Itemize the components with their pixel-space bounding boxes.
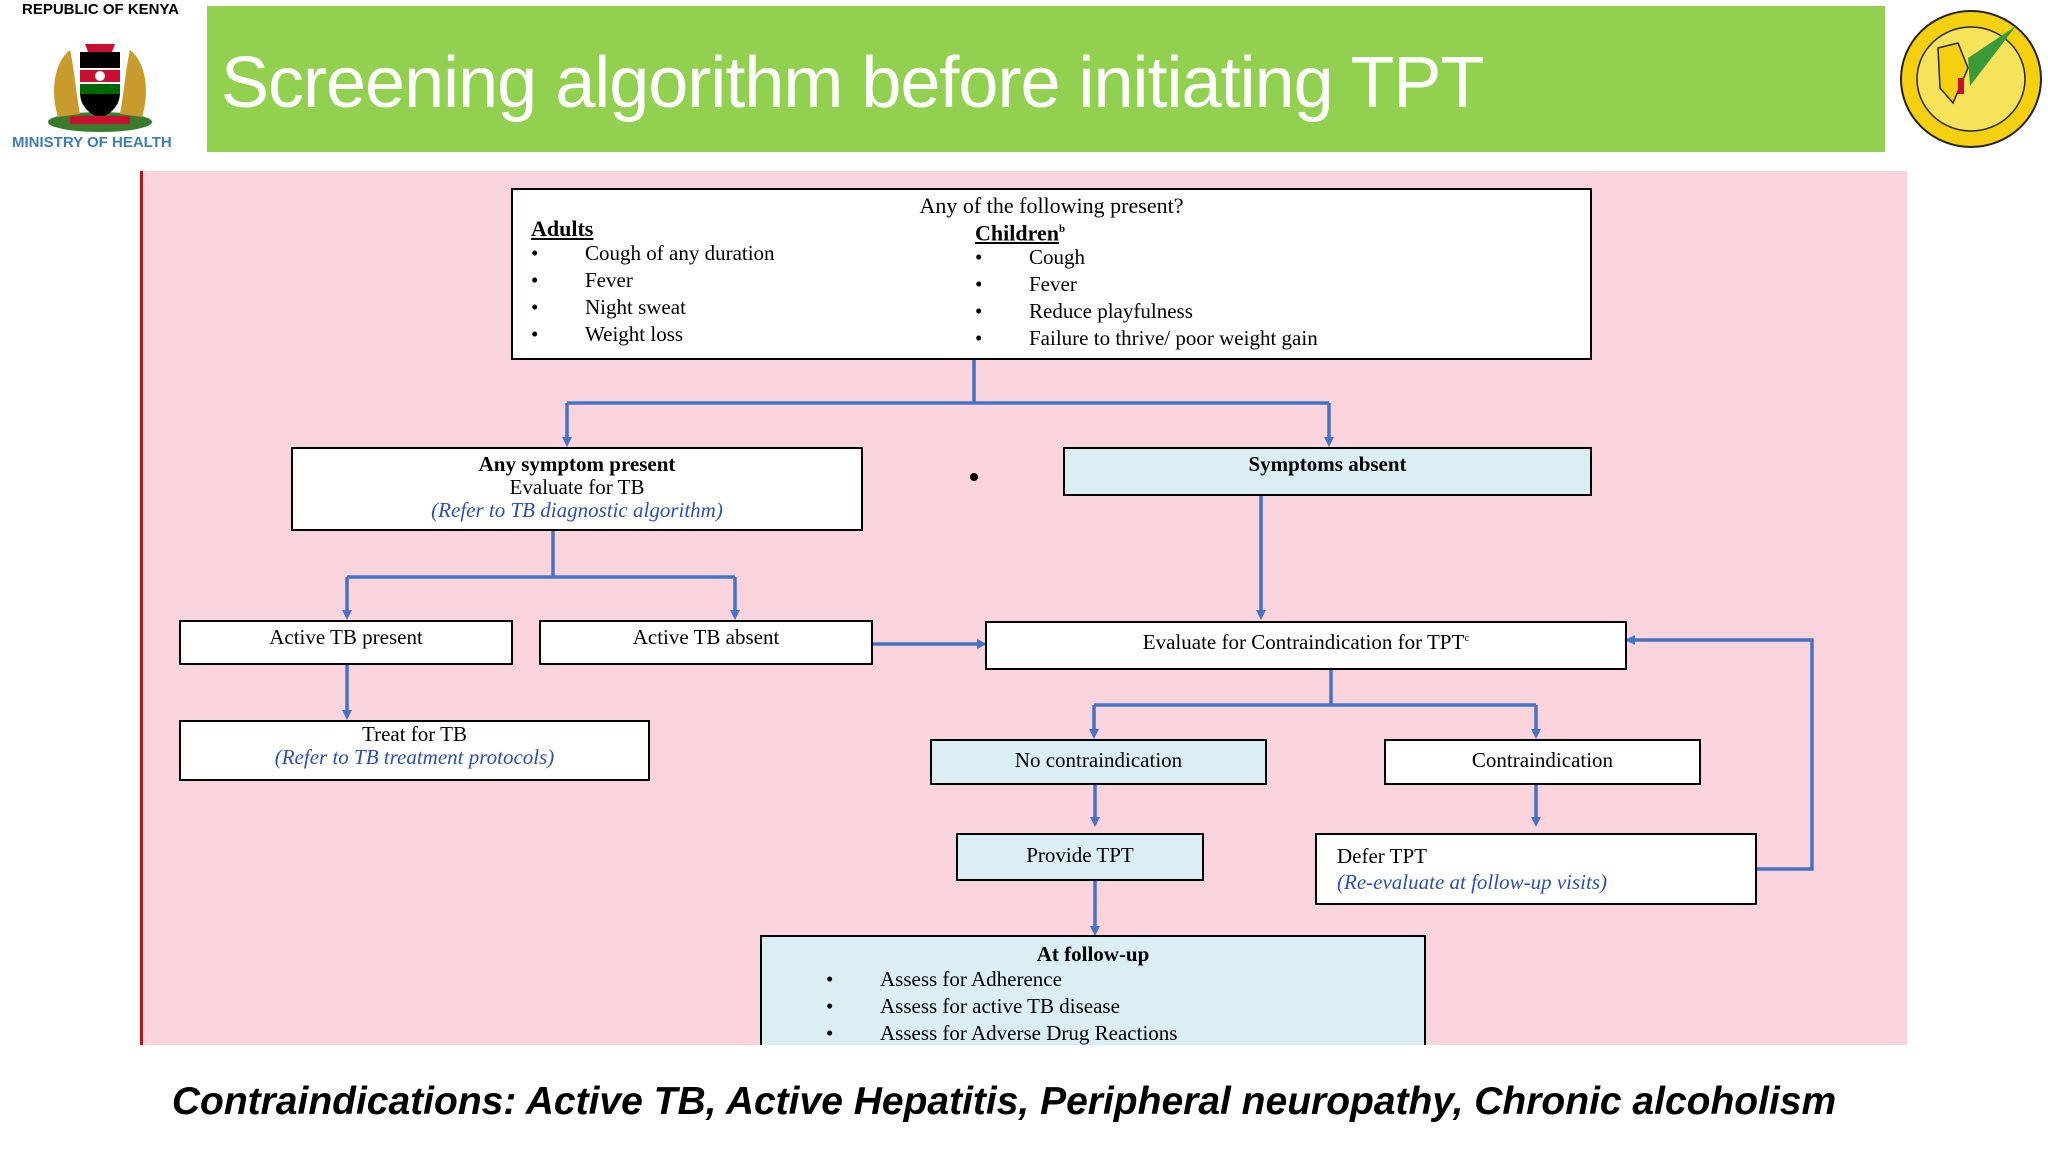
country-label: REPUBLIC OF KENYA xyxy=(22,1,179,18)
list-item: Fever xyxy=(531,267,961,294)
adults-column: Adults Cough of any duration Fever Night… xyxy=(531,216,961,349)
list-item: Reduce playfulness xyxy=(975,298,1575,325)
title-bar: Screening algorithm before initiating TP… xyxy=(207,6,1885,152)
active-tb-present-box: Active TB present xyxy=(179,620,513,665)
evaluate-contraindication-note: c xyxy=(1464,632,1470,644)
active-tb-absent-box: Active TB absent xyxy=(539,620,873,665)
list-item: Fever xyxy=(975,271,1575,298)
tb-diagnostic-ref: (Refer to TB diagnostic algorithm) xyxy=(431,498,723,522)
provide-tpt-box: Provide TPT xyxy=(956,833,1204,881)
tb-treatment-ref: (Refer to TB treatment protocols) xyxy=(274,745,555,769)
defer-tpt-box: Defer TPT (Re-evaluate at follow-up visi… xyxy=(1315,833,1757,905)
follow-up-list: Assess for Adherence Assess for active T… xyxy=(826,966,1424,1047)
follow-up-heading: At follow-up xyxy=(1036,942,1150,966)
flowchart-panel: Any of the following present? Adults Cou… xyxy=(140,171,1907,1047)
kenya-coat-of-arms-icon xyxy=(48,44,152,132)
symptoms-absent-box: Symptoms absent xyxy=(1063,447,1592,496)
treat-tb-label: Treat for TB xyxy=(362,722,467,746)
screening-question-box: Any of the following present? Adults Cou… xyxy=(511,188,1592,360)
provide-tpt-label: Provide TPT xyxy=(1026,843,1134,867)
screening-heading: Any of the following present? xyxy=(919,193,1184,218)
adults-label: Adults xyxy=(531,216,594,241)
page-title: Screening algorithm before initiating TP… xyxy=(221,43,1484,123)
contraindications-footer: Contraindications: Active TB, Active Hep… xyxy=(171,1080,1837,1123)
adults-symptom-list: Cough of any duration Fever Night sweat … xyxy=(531,240,961,348)
list-item: Assess for Adherence xyxy=(826,966,1424,993)
active-tb-absent-label: Active TB absent xyxy=(632,625,780,649)
list-item: Cough of any duration xyxy=(531,240,961,267)
children-note: b xyxy=(1058,223,1066,235)
active-tb-present-label: Active TB present xyxy=(269,625,423,649)
no-contraindication-box: No contraindication xyxy=(930,739,1267,785)
ntlp-logo-icon xyxy=(1900,10,2042,148)
follow-up-ref: (Re-evaluate at follow-up visits) xyxy=(1337,870,1608,894)
follow-up-box: At follow-up Assess for Adherence Assess… xyxy=(760,935,1426,1047)
list-item: Weight loss xyxy=(531,321,961,348)
evaluate-contraindication-box: Evaluate for Contraindication for TPTc xyxy=(985,621,1627,670)
symptom-present-label: Any symptom present xyxy=(478,452,676,476)
contraindication-box: Contraindication xyxy=(1384,739,1701,785)
list-item: Failure to thrive/ poor weight gain xyxy=(975,325,1575,352)
treat-tb-box: Treat for TB (Refer to TB treatment prot… xyxy=(179,720,650,781)
symptoms-absent-label: Symptoms absent xyxy=(1248,452,1407,476)
children-symptom-list: Cough Fever Reduce playfulness Failure t… xyxy=(975,244,1575,352)
list-item: Assess for active TB disease xyxy=(826,993,1424,1020)
defer-tpt-label: Defer TPT xyxy=(1337,844,1427,868)
evaluate-contraindication-label: Evaluate for Contraindication for TPT xyxy=(1142,630,1465,654)
evaluate-tb-label: Evaluate for TB xyxy=(509,475,645,499)
list-item: Night sweat xyxy=(531,294,961,321)
ministry-label: MINISTRY OF HEALTH xyxy=(12,134,172,151)
no-contraindication-label: No contraindication xyxy=(1014,748,1183,772)
list-item: Assess for Adverse Drug Reactions xyxy=(826,1020,1424,1047)
symptom-present-box: Any symptom present Evaluate for TB (Ref… xyxy=(291,447,863,531)
children-label: Children xyxy=(975,220,1059,246)
moh-logo: REPUBLIC OF KENYA MINISTRY OF HEALTH xyxy=(0,0,205,160)
contraindication-label: Contraindication xyxy=(1471,748,1614,772)
list-item: Cough xyxy=(975,244,1575,271)
children-column: Childrenb Cough Fever Reduce playfulness… xyxy=(975,218,1575,353)
flowchart-connectors xyxy=(342,360,1814,936)
